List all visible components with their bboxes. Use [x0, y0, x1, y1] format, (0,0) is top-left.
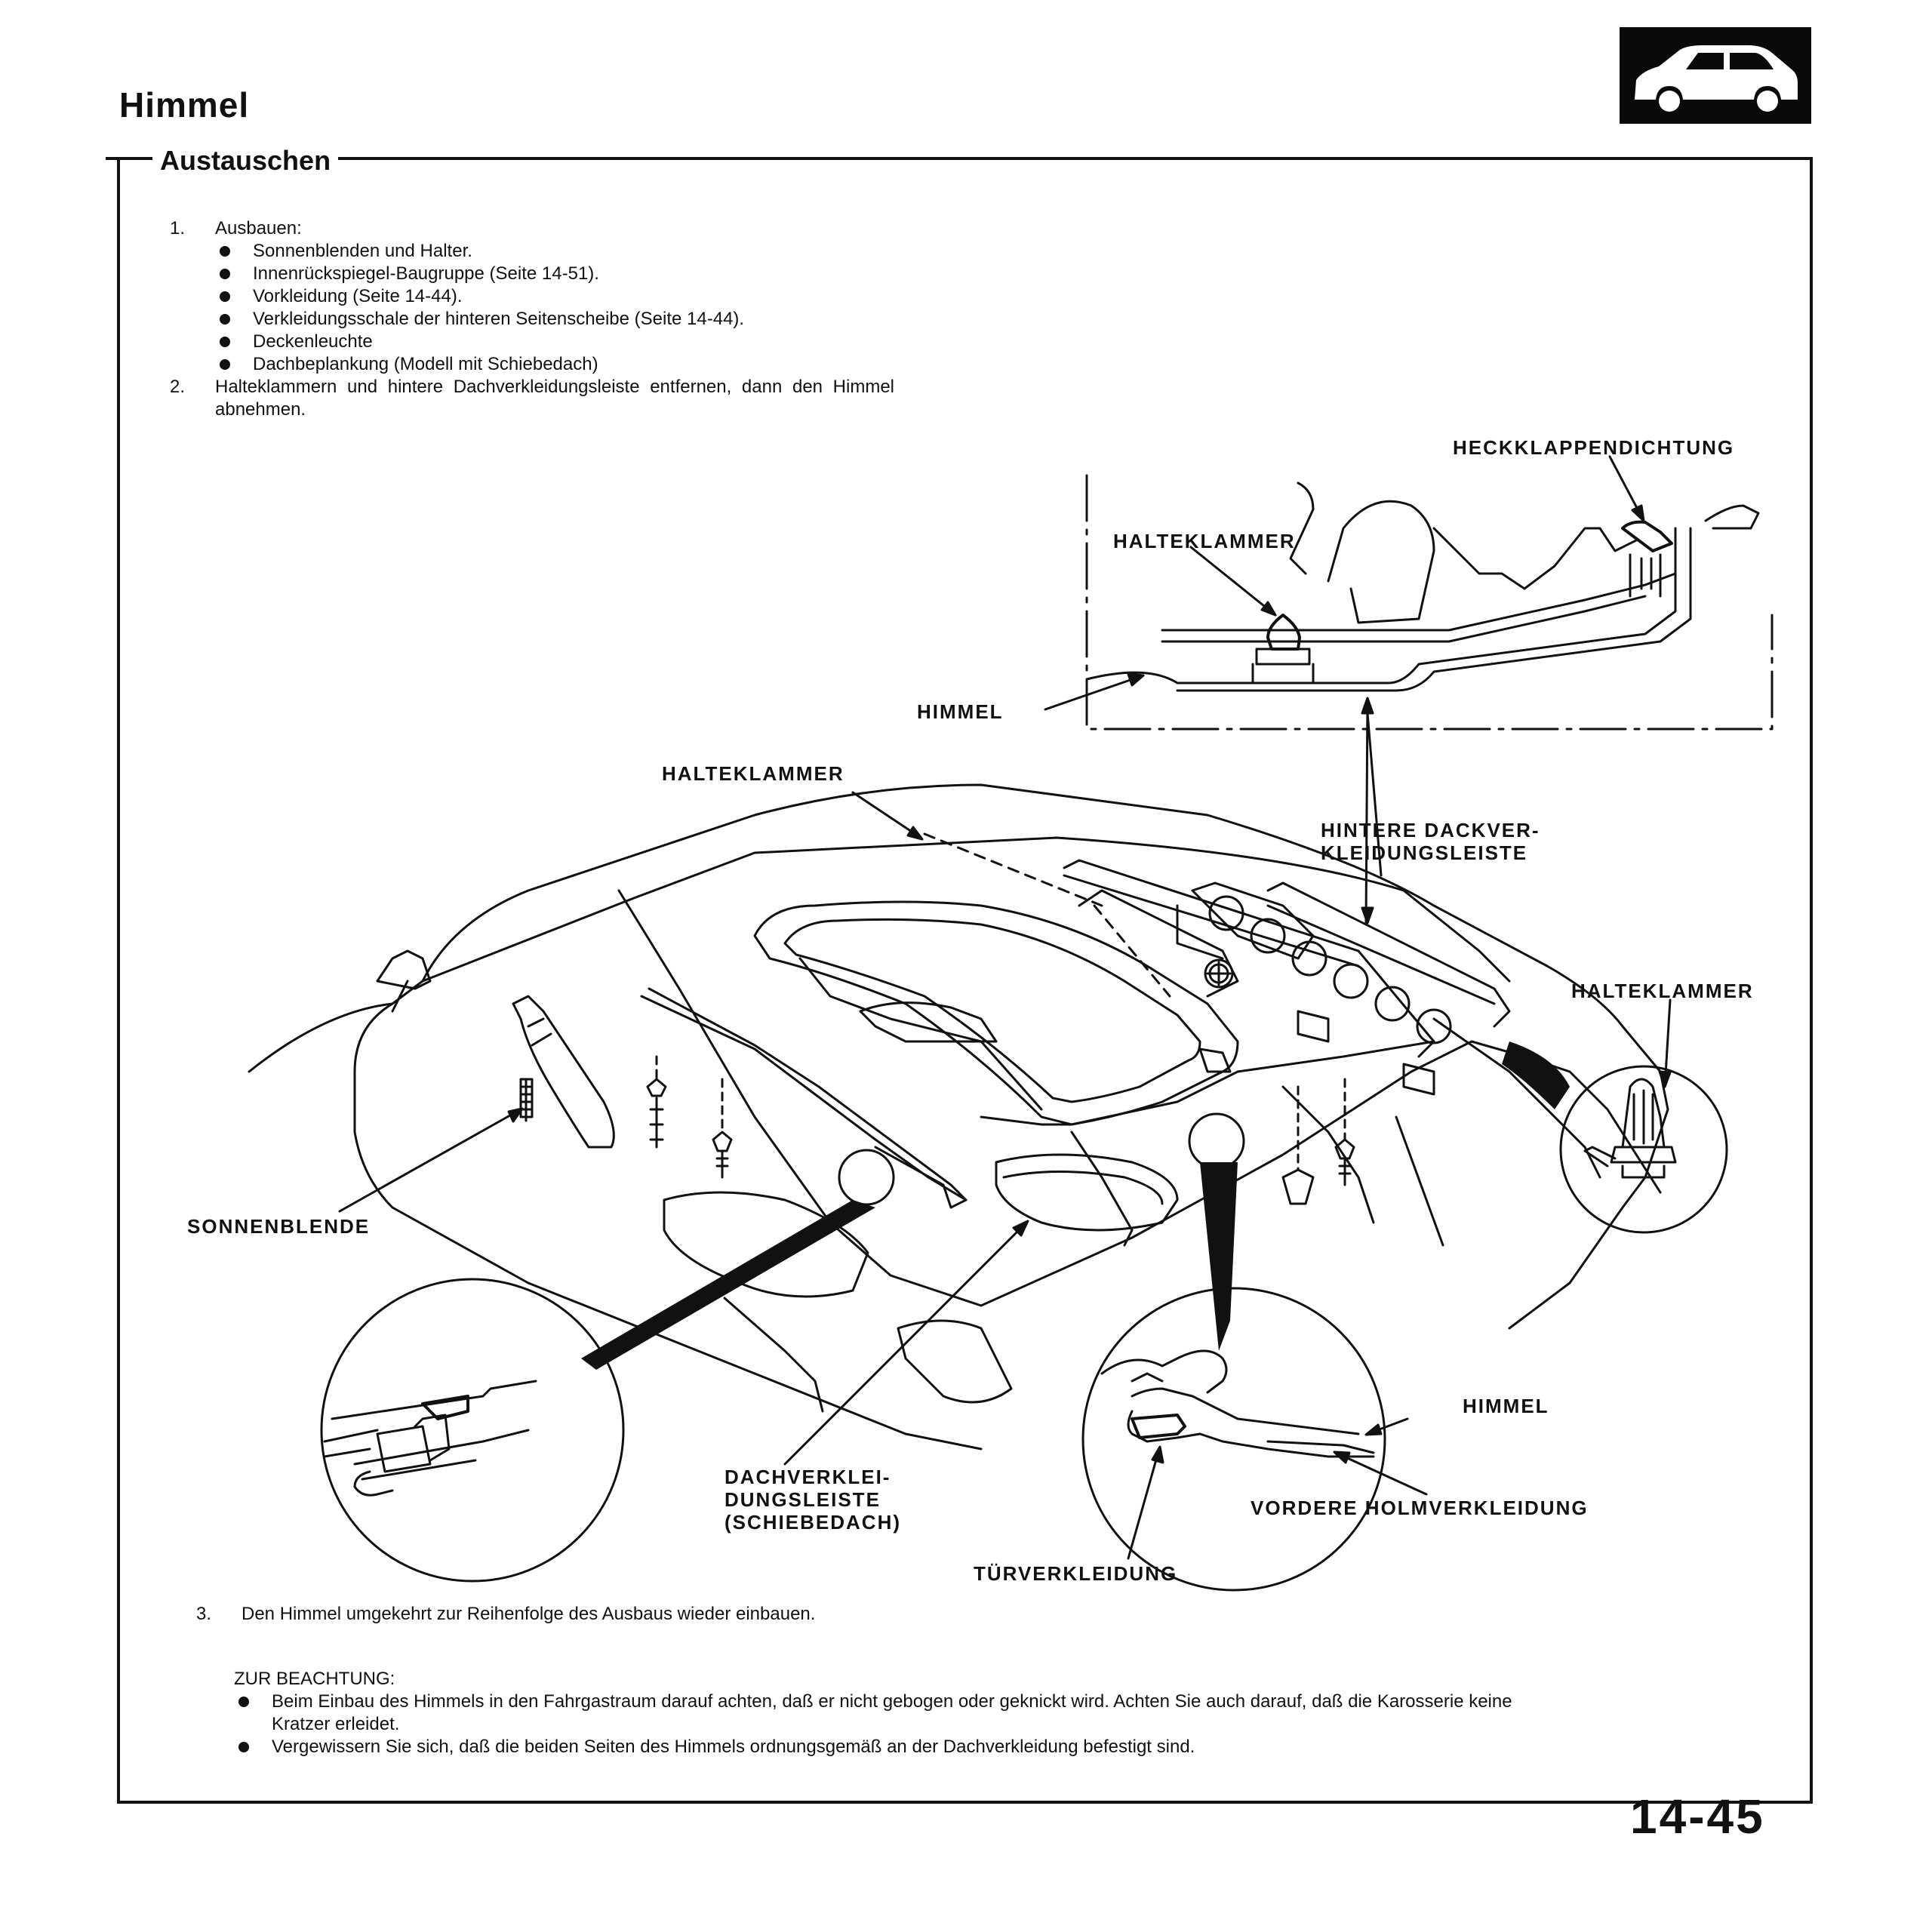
car-roof-drawing [248, 712, 1728, 1592]
label-dachverkleidungsleiste: DACHVERKLEI-DUNGSLEISTE (SCHIEBEDACH) [724, 1466, 901, 1534]
list-item: Dachbeplankung (Modell mit Schiebedach) [215, 353, 924, 376]
step-number: 2. [170, 377, 186, 397]
label-tuerverkleidung: TÜRVERKLEIDUNG [974, 1562, 1178, 1585]
label-halteklammer-top: HALTEKLAMMER [1113, 530, 1296, 552]
step-text: Halteklammern und hintere Dachverkleidun… [215, 377, 894, 420]
label-halteklammer-mid: HALTEKLAMMER [662, 762, 844, 785]
label-himmel-bottom: HIMMEL [1463, 1395, 1549, 1417]
step-1: 1. Ausbauen: [170, 217, 924, 240]
section-title: Austauschen [152, 145, 339, 177]
step-text: Ausbauen: [215, 218, 302, 238]
label-himmel-top: HIMMEL [917, 700, 1004, 723]
section-frame [117, 157, 1813, 1804]
step-text: Den Himmel umgekehrt zur Reihenfolge des… [242, 1604, 816, 1624]
step-1-list: Sonnenblenden und Halter. Innenrückspieg… [215, 240, 924, 376]
label-heckklappendichtung: HECKKLAPPENDICHTUNG [1453, 436, 1735, 459]
frame-tick [106, 157, 128, 160]
step-2: 2. Halteklammern und hintere Dachverklei… [170, 376, 894, 421]
label-halteklammer-right: HALTEKLAMMER [1571, 980, 1754, 1002]
step-3: 3. Den Himmel umgekehrt zur Reihenfolge … [196, 1603, 1555, 1626]
list-item: Vorkleidung (Seite 14-44). [215, 285, 924, 308]
label-vordere-holmverkleidung: VORDERE HOLMVERKLEIDUNG [1251, 1497, 1589, 1519]
list-item: Beim Einbau des Himmels in den Fahrgastr… [234, 1690, 1555, 1736]
list-item: Vergewissern Sie sich, daß die beiden Se… [234, 1736, 1555, 1758]
step-number: 3. [196, 1604, 212, 1624]
note-block: ZUR BEACHTUNG: Beim Einbau des Himmels i… [234, 1668, 1555, 1758]
list-item: Sonnenblenden und Halter. [215, 240, 924, 263]
list-item: Innenrückspiegel-Baugruppe (Seite 14-51)… [215, 263, 924, 285]
page-number: 14-45 [1630, 1789, 1765, 1844]
step-number: 1. [170, 218, 186, 238]
label-hintere-dachverkleidungsleiste: HINTERE DACKVER-KLEIDUNGSLEISTE [1321, 819, 1540, 864]
list-item: Verkleidungsschale der hinteren Seitensc… [215, 308, 894, 331]
page-title: Himmel [119, 85, 250, 125]
list-item: Deckenleuchte [215, 331, 924, 353]
note-heading: ZUR BEACHTUNG: [234, 1669, 395, 1689]
procedure-steps: 1. Ausbauen: Sonnenblenden und Halter. I… [170, 217, 924, 421]
detail-inset-rear [1044, 455, 1774, 924]
label-sonnenblende: SONNENBLENDE [187, 1215, 371, 1238]
car-body-icon [1620, 27, 1811, 124]
